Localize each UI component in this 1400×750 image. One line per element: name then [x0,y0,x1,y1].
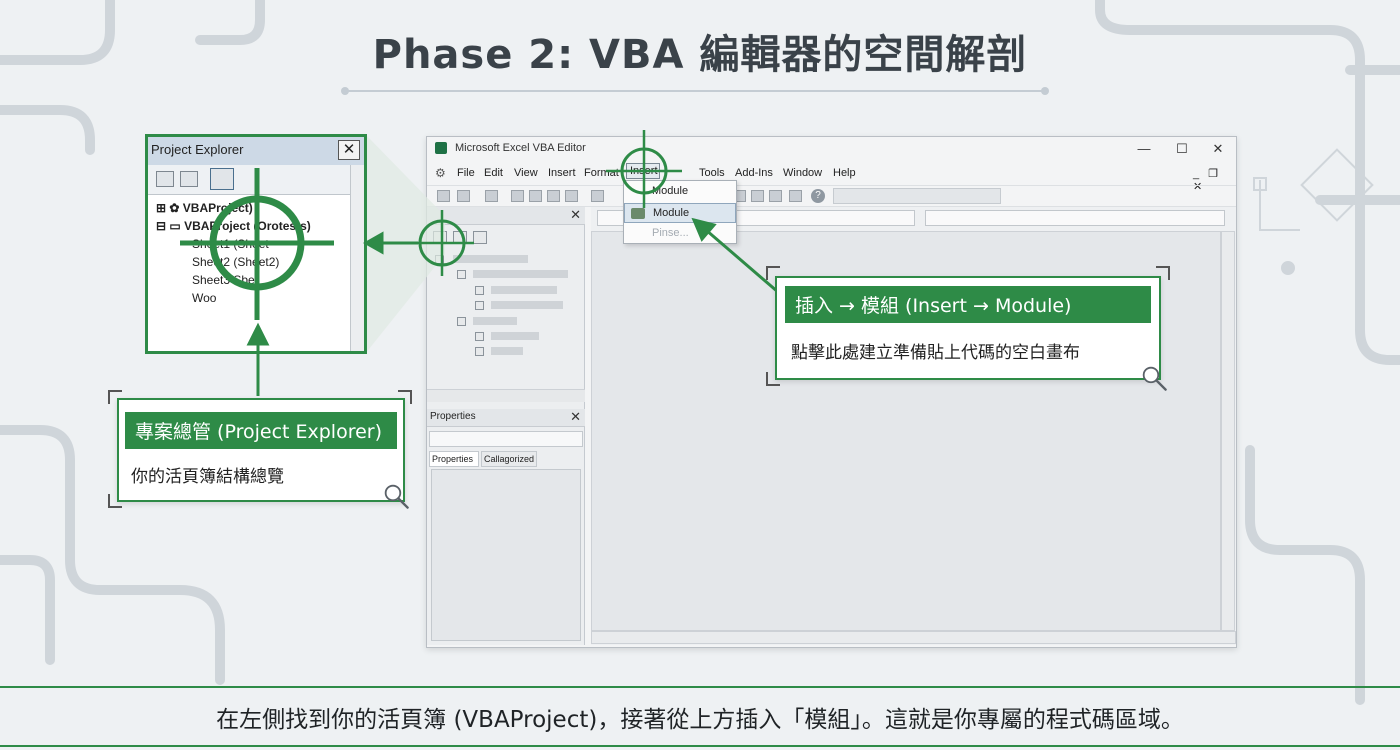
tree-item-placeholder [491,286,557,294]
close-window-button[interactable]: ✕ [1212,141,1224,156]
title-divider [341,87,1049,95]
toolbox-icon[interactable] [789,190,802,202]
object-combo[interactable] [429,431,583,447]
vba-editor-window: Microsoft Excel VBA Editor — ☐ ✕ ⚙ File … [426,136,1237,648]
page-title: Phase 2: VBA 編輯器的空間解剖 [372,32,1028,78]
copy-icon[interactable] [529,190,542,202]
toggle-folders-icon[interactable] [210,168,234,190]
menu-insert[interactable]: Insert [548,167,576,179]
callout-pe-heading: 專案總管 (Project Explorer) [125,412,397,449]
project-explorer-close-button[interactable]: ✕ [338,140,360,160]
insert-userform-icon[interactable] [457,190,470,202]
procedure-dropdown[interactable] [925,210,1225,226]
callout-insert-heading: 插入 → 模組 (Insert → Module) [785,286,1151,323]
undo-icon[interactable] [591,190,604,202]
module-icon [475,347,484,356]
view-object-icon[interactable] [180,171,198,187]
window-title: Microsoft Excel VBA Editor [427,137,1236,161]
properties-icon[interactable] [751,190,764,202]
mdi-controls[interactable]: _ ❐ ✕ [1193,168,1222,193]
project-pane-header: ✕ [427,207,585,225]
tree-item-placeholder [491,347,523,355]
menu-edit[interactable]: Edit [484,167,503,179]
callout-pe-body: 你的活頁簿結構總覽 [131,467,284,487]
standard-toolbar: ? [427,185,1236,207]
corner-bracket [766,372,780,386]
footer-rule-bottom [0,745,1400,747]
tree-item-placeholder [473,270,568,278]
tree-item-workbook[interactable]: Woo [192,291,217,305]
properties-pane-title: Properties [430,411,476,422]
properties-pane-close-icon[interactable]: ✕ [570,409,581,424]
callout-insert-module: 插入 → 模組 (Insert → Module) 點擊此處建立準備貼上代碼的空… [775,276,1161,380]
find-icon[interactable] [565,190,578,202]
window-title-text: Microsoft Excel VBA Editor [455,142,586,154]
vba-logo-icon: ⚙ [435,166,446,180]
sheet-icon [475,301,484,310]
footer-rule [0,686,1400,688]
menu-add-ins[interactable]: Add-Ins [735,167,773,179]
tree-node-icon [457,317,466,326]
corner-bracket [766,266,780,280]
view-code-icon[interactable] [156,171,174,187]
corner-bracket [398,390,412,404]
position-indicator [833,188,1001,204]
help-icon[interactable]: ? [811,189,825,203]
maximize-button[interactable]: ☐ [1176,141,1188,156]
menu-file[interactable]: File [457,167,475,179]
project-explorer-scrollbar[interactable] [350,165,364,351]
module-icon [475,332,484,341]
menu-bar: ⚙ File Edit View Insert Format Tools Add… [427,163,1236,193]
properties-pane-header: Properties ✕ [427,409,585,427]
footer-caption: 在左側找到你的活頁簿 (VBAProject)，接著從上方插入「模組」。這就是你… [216,707,1184,733]
magnifier-icon [1142,366,1167,391]
tree-item-placeholder [491,301,563,309]
sheet-icon [475,286,484,295]
corner-bracket [108,390,122,404]
vertical-scrollbar[interactable] [1221,231,1235,631]
excel-icon [435,142,447,154]
project-explorer-title: Project Explorer [148,137,364,165]
dropdown-item-module-top[interactable]: Module [652,185,689,197]
tree-item-placeholder [453,255,528,263]
project-hscroll[interactable] [427,389,585,402]
menu-window[interactable]: Window [783,167,823,179]
tab-properties[interactable]: Properties [429,451,479,467]
magnifier-icon [384,484,409,509]
object-browser-icon[interactable] [769,190,782,202]
properties-grid[interactable] [431,469,581,641]
view-excel-icon[interactable] [437,190,450,202]
corner-bracket [1156,266,1170,280]
left-pane: ✕ Properties ✕ Properties Callagorized [427,207,585,645]
tab-categorized[interactable]: Callagorized [481,451,537,467]
callout-project-explorer: 專案總管 (Project Explorer) 你的活頁簿結構總覽 [117,398,405,502]
module-icon [631,208,645,219]
callout-insert-body: 點擊此處建立準備貼上代碼的空白畫布 [791,343,1080,363]
minimize-button[interactable]: — [1137,141,1151,156]
paste-icon[interactable] [547,190,560,202]
insert-dropdown-menu: Module Module Pinse... [623,180,737,244]
project-pane-close-icon[interactable]: ✕ [570,207,581,222]
toggle-folders-icon[interactable] [473,231,487,244]
tree-item-placeholder [491,332,539,340]
menu-help[interactable]: Help [833,167,856,179]
dropdown-item-module[interactable]: Module [624,203,736,223]
corner-bracket [108,494,122,508]
dropdown-item-disabled: Pinse... [652,227,689,239]
save-icon[interactable] [485,190,498,202]
tree-item-placeholder [473,317,517,325]
menu-view[interactable]: View [514,167,538,179]
cut-icon[interactable] [511,190,524,202]
tree-node-icon [457,270,466,279]
menu-tools[interactable]: Tools [699,167,725,179]
horizontal-scrollbar[interactable] [591,631,1236,644]
